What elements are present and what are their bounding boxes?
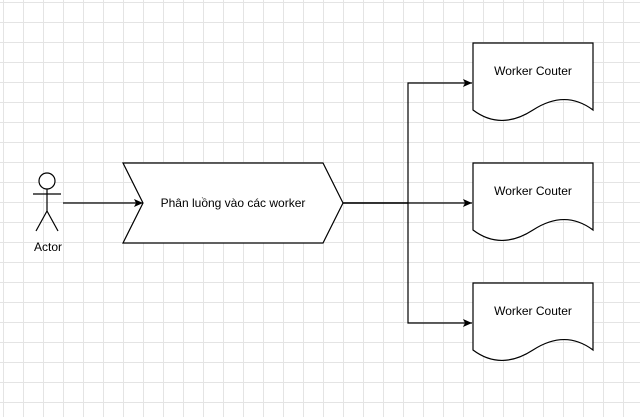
- router-outline: [122, 162, 344, 244]
- actor-label: Actor: [34, 240, 62, 254]
- actor[interactable]: Actor: [33, 172, 62, 254]
- worker-document-3[interactable]: Worker Couter: [472, 282, 594, 362]
- edges-router-to-workers: [343, 79, 472, 327]
- worker-label: Worker Couter: [494, 64, 572, 78]
- worker-document-outline: [472, 42, 594, 122]
- worker-document-outline: [472, 162, 594, 242]
- worker-document-1[interactable]: Worker Couter: [472, 42, 594, 122]
- router-step-shape[interactable]: Phân luồng vào các worker: [122, 162, 344, 244]
- edge-router-to-worker-3[interactable]: [343, 202, 472, 327]
- router-label: Phân luồng vào các worker: [161, 196, 306, 210]
- edge-router-to-worker-1[interactable]: [343, 79, 472, 204]
- actor-right-leg: [46, 210, 59, 232]
- worker-label: Worker Couter: [494, 304, 572, 318]
- actor-left-leg: [35, 210, 48, 232]
- worker-document-2[interactable]: Worker Couter: [472, 162, 594, 242]
- worker-document-outline: [472, 282, 594, 362]
- worker-label: Worker Couter: [494, 184, 572, 198]
- actor-head: [38, 172, 56, 190]
